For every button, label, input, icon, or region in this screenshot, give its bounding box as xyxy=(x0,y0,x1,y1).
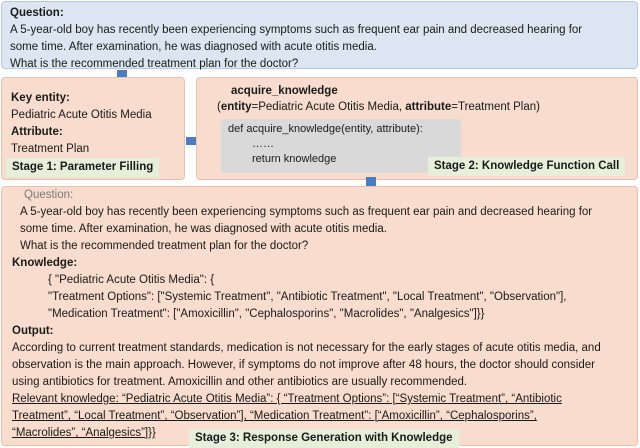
stage-2-panel: acquire_knowledge (entity=Pediatric Acut… xyxy=(196,77,638,180)
stage-3-question-label: Question: xyxy=(24,189,74,201)
stage-3-panel: Question: A 5-year-old boy has recently … xyxy=(1,186,638,448)
question-label: Question: xyxy=(10,7,64,19)
code-line-3: return knowledge xyxy=(252,153,337,165)
code-line-1: def acquire_knowledge(entity, attribute)… xyxy=(228,123,423,135)
code-line-2: …… xyxy=(252,138,274,150)
stage-3-question-line-2: some time. After examination, he was dia… xyxy=(20,223,387,235)
entity-key: entity xyxy=(220,101,252,113)
question-line-3: What is the recommended treatment plan f… xyxy=(10,58,299,70)
code-block: def acquire_knowledge(entity, attribute)… xyxy=(221,119,461,173)
stage-2-label: Stage 2: Knowledge Function Call xyxy=(428,157,626,176)
knowledge-line-2: "Treatment Options": ["Systemic Treatmen… xyxy=(48,291,567,303)
entity-eq: =Pediatric Acute Otitis Media, xyxy=(251,101,406,113)
attribute-label: Attribute: xyxy=(11,126,63,138)
key-entity-value: Pediatric Acute Otitis Media xyxy=(11,109,152,121)
stage-3-label: Stage 3: Response Generation with Knowle… xyxy=(189,429,459,448)
stage-3-question-line-1: A 5-year-old boy has recently been exper… xyxy=(20,206,593,218)
output-line-2: observation is the main approach. Howeve… xyxy=(12,359,595,371)
output-line-3: using antibiotics for treatment. Amoxici… xyxy=(12,376,468,388)
attribute-eq: =Treatment Plan) xyxy=(451,101,540,113)
stage-1-label: Stage 1: Parameter Filling xyxy=(6,158,160,177)
relevant-knowledge-line-1: Relevant knowledge: “Pediatric Acute Oti… xyxy=(12,393,562,405)
relevant-knowledge-line-2: Treatment”, “Local Treatment”, “Observat… xyxy=(12,410,537,422)
attribute-key: attribute xyxy=(405,101,452,113)
knowledge-line-3: "Medication Treatment": ["Amoxicillin", … xyxy=(48,308,485,320)
relevant-knowledge-line-3: “Macrolides”, “Analgesics”]}} xyxy=(12,427,156,439)
question-line-2: some time. After examination, he was dia… xyxy=(10,41,377,53)
call-open: ( xyxy=(217,101,221,113)
key-entity-label: Key entity: xyxy=(11,92,70,104)
function-call: (entity=Pediatric Acute Otitis Media, at… xyxy=(217,99,540,116)
attribute-value: Treatment Plan xyxy=(11,143,90,155)
knowledge-label: Knowledge: xyxy=(12,257,78,269)
output-label: Output: xyxy=(12,325,54,337)
output-line-1: According to current treatment standards… xyxy=(12,342,601,354)
question-box: Question: A 5-year-old boy has recently … xyxy=(1,1,638,70)
question-line-1: A 5-year-old boy has recently been exper… xyxy=(10,24,583,36)
function-name: acquire_knowledge xyxy=(231,85,338,97)
stage-1-panel: Key entity: Pediatric Acute Otitis Media… xyxy=(1,77,185,180)
knowledge-line-1: { "Pediatric Acute Otitis Media": { xyxy=(48,274,215,286)
stage-3-question-line-3: What is the recommended treatment plan f… xyxy=(20,240,309,252)
